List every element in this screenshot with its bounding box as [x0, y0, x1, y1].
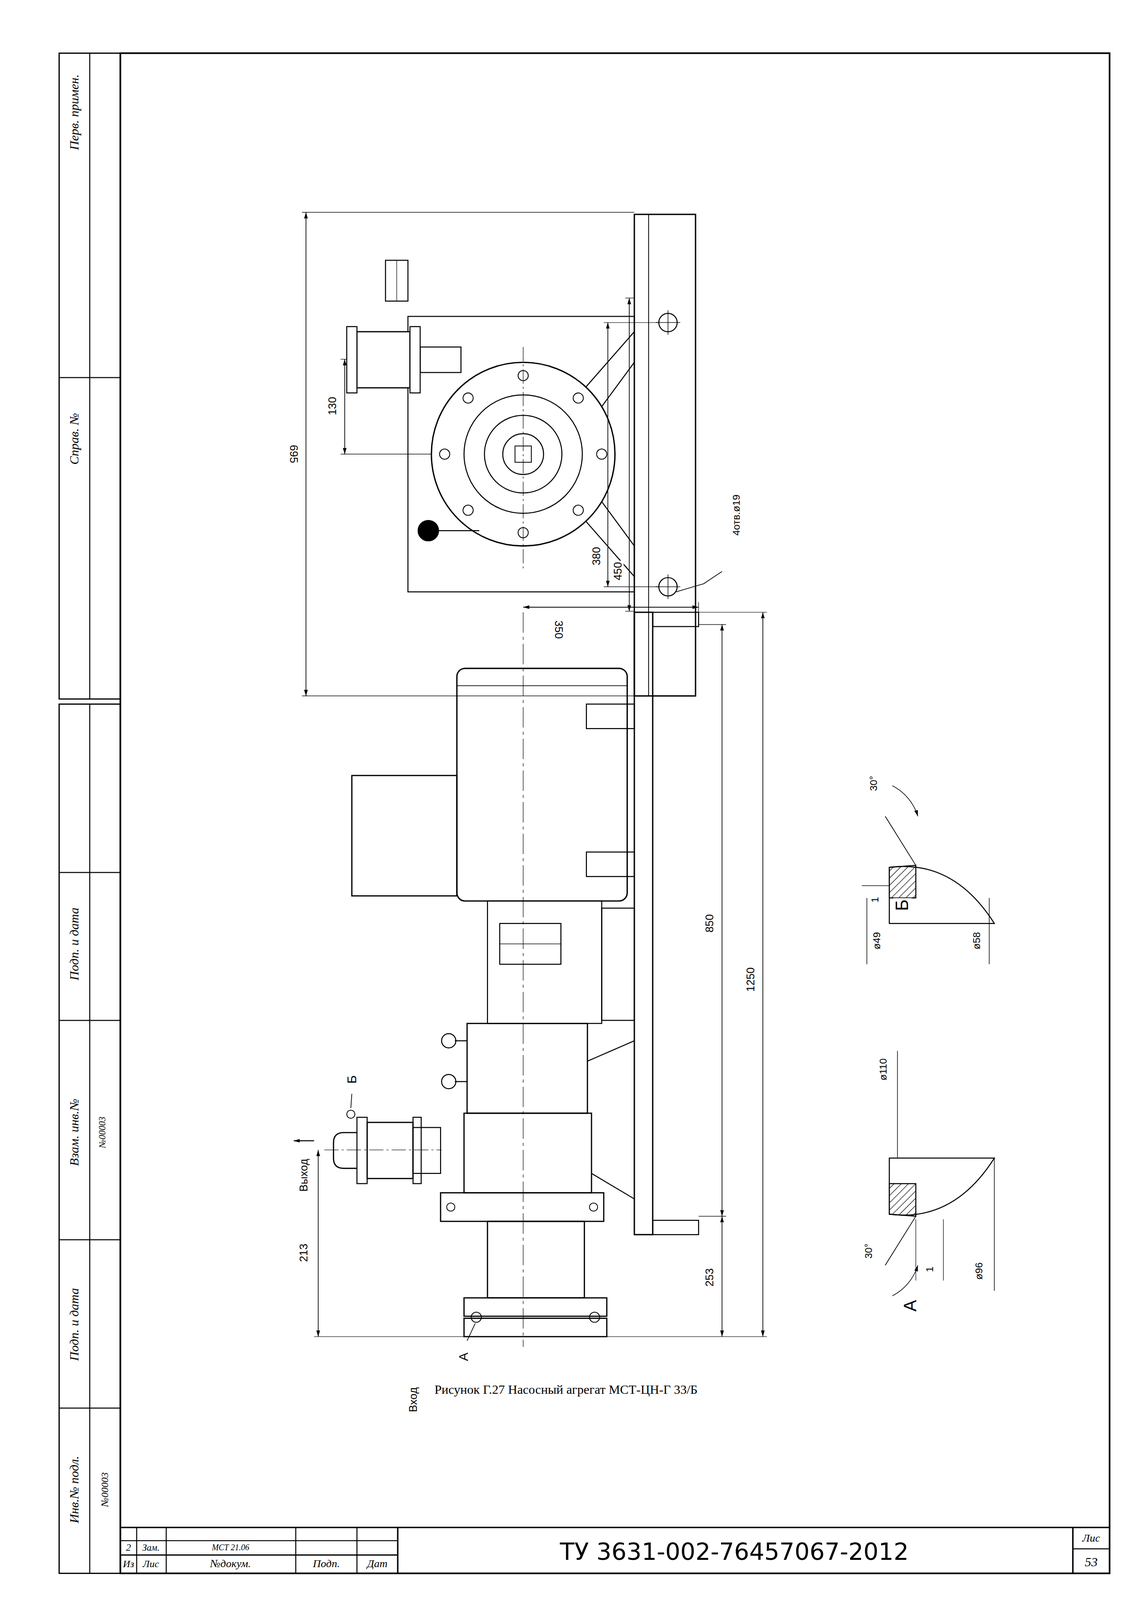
dimension: 253 [704, 1266, 716, 1288]
stamp-value: №00003 [99, 1471, 111, 1507]
title-cell: МСТ 21.06 [211, 1542, 250, 1552]
dimension: ø49 [871, 930, 883, 951]
section-mark: А [457, 1350, 471, 1363]
flow-label: Выход [298, 1156, 310, 1193]
angle: 30° [863, 1241, 875, 1260]
title-cell: 2 [125, 1541, 131, 1553]
title-cell: Лис [1082, 1532, 1100, 1544]
dimension: ø110 [877, 1056, 889, 1082]
stamp-field: Подп. и дата [67, 1287, 82, 1361]
stamp-field: Взам. инв.№ [67, 1098, 82, 1166]
flow-label: Вход [407, 1385, 419, 1413]
stamp-field: Подп. и дата [67, 907, 82, 981]
title-cell: Из [123, 1558, 135, 1569]
sheet-number: 53 [1084, 1554, 1098, 1568]
stamp-field: Справ. № [67, 412, 82, 465]
figure-caption: Рисунок Г.27 Насосный агрегат МСТ-ЦН-Г 3… [434, 1382, 698, 1396]
section-title: А [901, 1298, 920, 1313]
dimension: 130 [326, 395, 338, 417]
dimension: ø96 [973, 1260, 985, 1281]
dimension: 213 [298, 1241, 310, 1263]
dimension: 1 [924, 1264, 936, 1273]
dimension: ø58 [971, 930, 983, 951]
dimension: 350 [553, 618, 565, 640]
dimension: 695 [287, 443, 300, 465]
title-cell: Лис [142, 1558, 160, 1569]
dimension: 850 [704, 912, 716, 934]
title-cell: Зам. [142, 1542, 160, 1552]
stamp-field: Перв. примен. [67, 74, 82, 151]
angle: 30° [868, 774, 880, 793]
dimension: 380 [591, 545, 603, 567]
title-cell: №докум. [210, 1557, 251, 1570]
dimension: 450 [612, 560, 624, 582]
document-code: ТУ 3631-002-76457067-2012 [560, 1538, 909, 1564]
dimension: 1250 [744, 965, 757, 993]
title-cell: Дат [367, 1557, 388, 1570]
hole-note: 4отв.ø19 [731, 492, 742, 537]
section-mark: Б [345, 1073, 359, 1085]
dimension: 1 [869, 895, 881, 904]
title-cell: Подп. [312, 1557, 340, 1570]
section-title: Б [893, 897, 912, 912]
stamp-value: №00003 [97, 1116, 107, 1148]
stamp-field: Инв.№ подл. [67, 1455, 82, 1523]
